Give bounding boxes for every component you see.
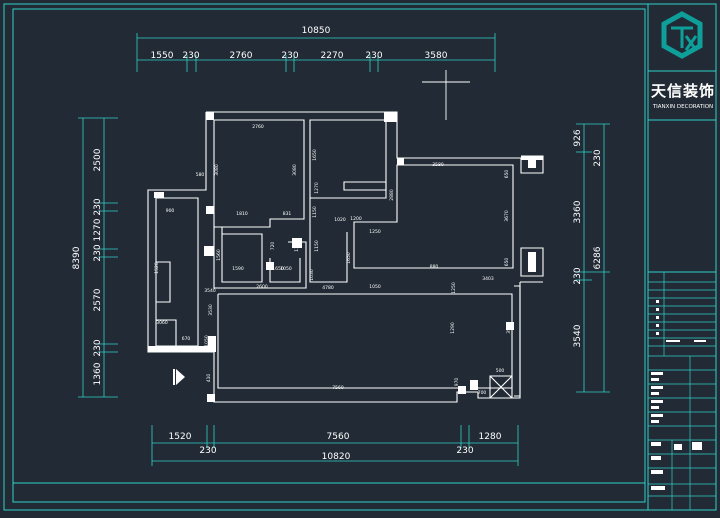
room-dim-label-15: 650: [504, 258, 510, 267]
room-dim-label-5: 1650: [312, 149, 318, 161]
room-dim-label-26: 4780: [322, 285, 334, 291]
room-dim-label-38: 3060: [156, 320, 168, 326]
room-dim-label-20: 1110: [294, 240, 300, 252]
brand-subtitle: TIANXIN DECORATION: [652, 104, 714, 110]
room-dim-label-32: 1050: [204, 335, 210, 347]
room-dim-label-19: 720: [270, 242, 276, 251]
room-dim-label-29: 1250: [451, 282, 457, 294]
room-dim-label-37: 410: [206, 374, 212, 383]
dim-right-outer-3: 3540: [573, 324, 583, 347]
room-dimension-labels: 2760 3080 3080 1810 831 1650 1270 1150 1150 1020 1…: [154, 124, 512, 396]
dim-right-outer-0: 926: [573, 129, 583, 146]
room-dim-label-43: 1200: [350, 216, 362, 222]
dimension-lines: [78, 33, 610, 466]
dim-bottom-230-b: 230: [456, 446, 473, 456]
room-dim-label-8: 1150: [314, 240, 320, 252]
dim-left-seg-5: 230: [93, 339, 103, 356]
room-dim-label-21: 1030: [309, 269, 315, 281]
room-dim-label-0: 2760: [252, 124, 264, 130]
brand-name: 天信装饰: [650, 82, 715, 100]
dim-bottom-total: 10820: [322, 452, 351, 462]
room-dim-label-39: 670: [182, 336, 191, 342]
room-dim-label-35: 700: [478, 390, 487, 396]
room-dim-label-23: 1650: [272, 266, 284, 272]
room-dim-label-44: 580: [196, 172, 205, 178]
dim-bottom-230-a: 230: [199, 446, 216, 456]
dim-left-seg-3: 230: [93, 244, 103, 261]
room-dim-label-27: 1050: [369, 284, 381, 290]
room-dim-label-16: 1560: [216, 249, 222, 261]
room-dim-label-36: 1520: [154, 262, 160, 274]
room-dim-label-1: 3080: [214, 164, 220, 176]
drawing-frame: [12, 8, 646, 503]
logo-icon: [661, 11, 703, 59]
dim-top-seg-3: 230: [281, 51, 298, 61]
north-marker-icon: [422, 70, 470, 120]
dim-left-seg-6: 1360: [93, 362, 103, 385]
room-dim-label-45: 900: [166, 208, 175, 214]
dim-left-total: 8390: [72, 246, 82, 269]
room-dim-label-12: 3580: [432, 162, 444, 168]
dim-right-outer-1: 3360: [573, 200, 583, 223]
dim-left-seg-0: 2500: [93, 148, 103, 171]
room-dim-label-30: 1290: [450, 322, 456, 334]
room-dim-label-3: 1810: [236, 211, 248, 217]
walls: [147, 111, 544, 403]
room-dim-label-34: 500: [496, 368, 505, 374]
room-dim-label-24: 1650: [346, 252, 352, 264]
dim-right-inner-0: 230: [593, 149, 603, 166]
dim-left-seg-4: 2570: [93, 288, 103, 311]
room-dim-label-18: 1050: [280, 266, 292, 272]
room-dim-label-6: 1270: [314, 182, 320, 194]
room-dim-label-41: 970: [454, 378, 460, 387]
room-dim-label-31: 3530: [208, 304, 214, 316]
room-dim-label-14: 3670: [504, 210, 510, 222]
room-dim-label-7: 1150: [312, 206, 318, 218]
room-dim-label-33: 7560: [332, 385, 344, 391]
room-dim-label-10: 1250: [369, 229, 381, 235]
dim-top-seg-4: 2270: [321, 51, 344, 61]
dim-left-seg-2: 1270: [93, 218, 103, 241]
wall-fills: [148, 112, 543, 402]
dim-left-seg-1: 230: [93, 198, 103, 215]
dim-bottom-seg-2: 1280: [479, 432, 502, 442]
dim-right-outer-2: 230: [573, 267, 583, 284]
dim-bottom-seg-0: 1520: [169, 432, 192, 442]
title-block: [647, 3, 717, 511]
room-dim-label-2: 3080: [292, 164, 298, 176]
dimension-texts: 10850 1550 230 2760 230 2270 230 3580 15…: [72, 26, 603, 462]
room-dim-label-40: 3520: [506, 322, 512, 334]
dim-top-seg-6: 3580: [425, 51, 448, 61]
dim-top-seg-1: 230: [182, 51, 199, 61]
room-dim-label-11: 2880: [389, 189, 395, 201]
dim-bottom-seg-1: 7560: [327, 432, 350, 442]
room-dim-label-25: 880: [430, 264, 439, 270]
dim-top-seg-0: 1550: [151, 51, 174, 61]
entry-arrow-icon: [176, 369, 185, 385]
room-dim-label-4: 831: [283, 211, 292, 217]
room-dim-label-22: 2600: [256, 284, 268, 290]
dim-top-total: 10850: [302, 26, 331, 36]
room-dim-label-28: 3403: [482, 276, 494, 282]
dim-top-seg-2: 2760: [230, 51, 253, 61]
dim-right-inner-1: 6286: [593, 246, 603, 269]
room-dim-label-9: 1020: [334, 217, 346, 223]
dim-top-seg-5: 230: [365, 51, 382, 61]
room-dim-label-17: 1590: [232, 266, 244, 272]
room-dim-label-13: 650: [504, 170, 510, 179]
room-dim-label-42: 3540: [204, 288, 216, 294]
